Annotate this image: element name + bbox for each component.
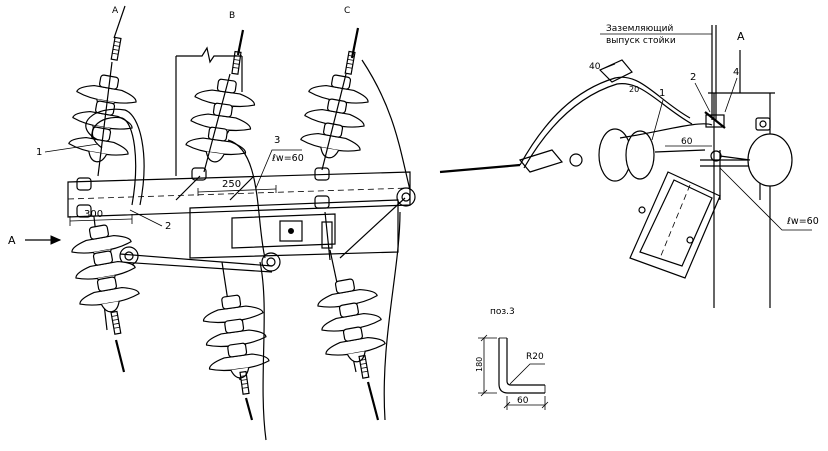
phase-label-c: С bbox=[344, 6, 350, 16]
horizontal-insulator-string bbox=[439, 128, 793, 187]
left-view: А В С bbox=[8, 5, 416, 441]
dim-300: 300 bbox=[84, 209, 103, 220]
dim-lw60-left: ℓw=60 bbox=[272, 153, 304, 164]
phase-label-a: А bbox=[112, 6, 119, 16]
dim-60-right: 60 bbox=[681, 137, 693, 147]
callout-right-4: 4 bbox=[733, 67, 739, 78]
pos3-detail: поз.3 180 R20 60 bbox=[475, 307, 549, 410]
dim-250: 250 bbox=[222, 179, 241, 190]
pos3-dim-60: 60 bbox=[517, 396, 529, 406]
callout-3: 3 bbox=[274, 135, 280, 146]
phase-c-upper-string bbox=[298, 27, 411, 191]
pos3-dim-180: 180 bbox=[475, 357, 484, 372]
callout-right-2: 2 bbox=[690, 72, 696, 83]
phase-a-lower-string bbox=[67, 216, 142, 373]
pos3-dim-r20: R20 bbox=[526, 352, 544, 362]
view-label-right: А bbox=[737, 30, 745, 43]
phase-c-lower-string bbox=[313, 211, 401, 421]
phase-b-upper-string bbox=[183, 29, 266, 259]
right-view: Заземляющий выпуск стойки А bbox=[439, 24, 819, 308]
ground-note-line2: выпуск стойки bbox=[606, 36, 676, 46]
phase-b-lower-string bbox=[200, 261, 272, 441]
pole-side bbox=[708, 50, 775, 308]
arrow-right-icon bbox=[25, 235, 62, 245]
phase-label-b: В bbox=[229, 11, 235, 21]
dim-lw60-right: ℓw=60 bbox=[787, 216, 819, 227]
support-bracket bbox=[629, 171, 721, 279]
view-label-left: А bbox=[8, 234, 16, 247]
crossarm-clamps bbox=[76, 167, 416, 272]
callout-right-1: 1 bbox=[659, 88, 665, 99]
pole bbox=[175, 46, 243, 176]
callout-1: 1 bbox=[36, 147, 42, 158]
ground-note-line1: Заземляющий bbox=[606, 24, 673, 34]
dim-20: 20 bbox=[629, 85, 639, 94]
callout-2: 2 bbox=[165, 221, 171, 232]
pos3-title: поз.3 bbox=[490, 307, 515, 317]
phase-a-upper-string bbox=[66, 5, 145, 206]
dim-40: 40 bbox=[589, 62, 601, 72]
